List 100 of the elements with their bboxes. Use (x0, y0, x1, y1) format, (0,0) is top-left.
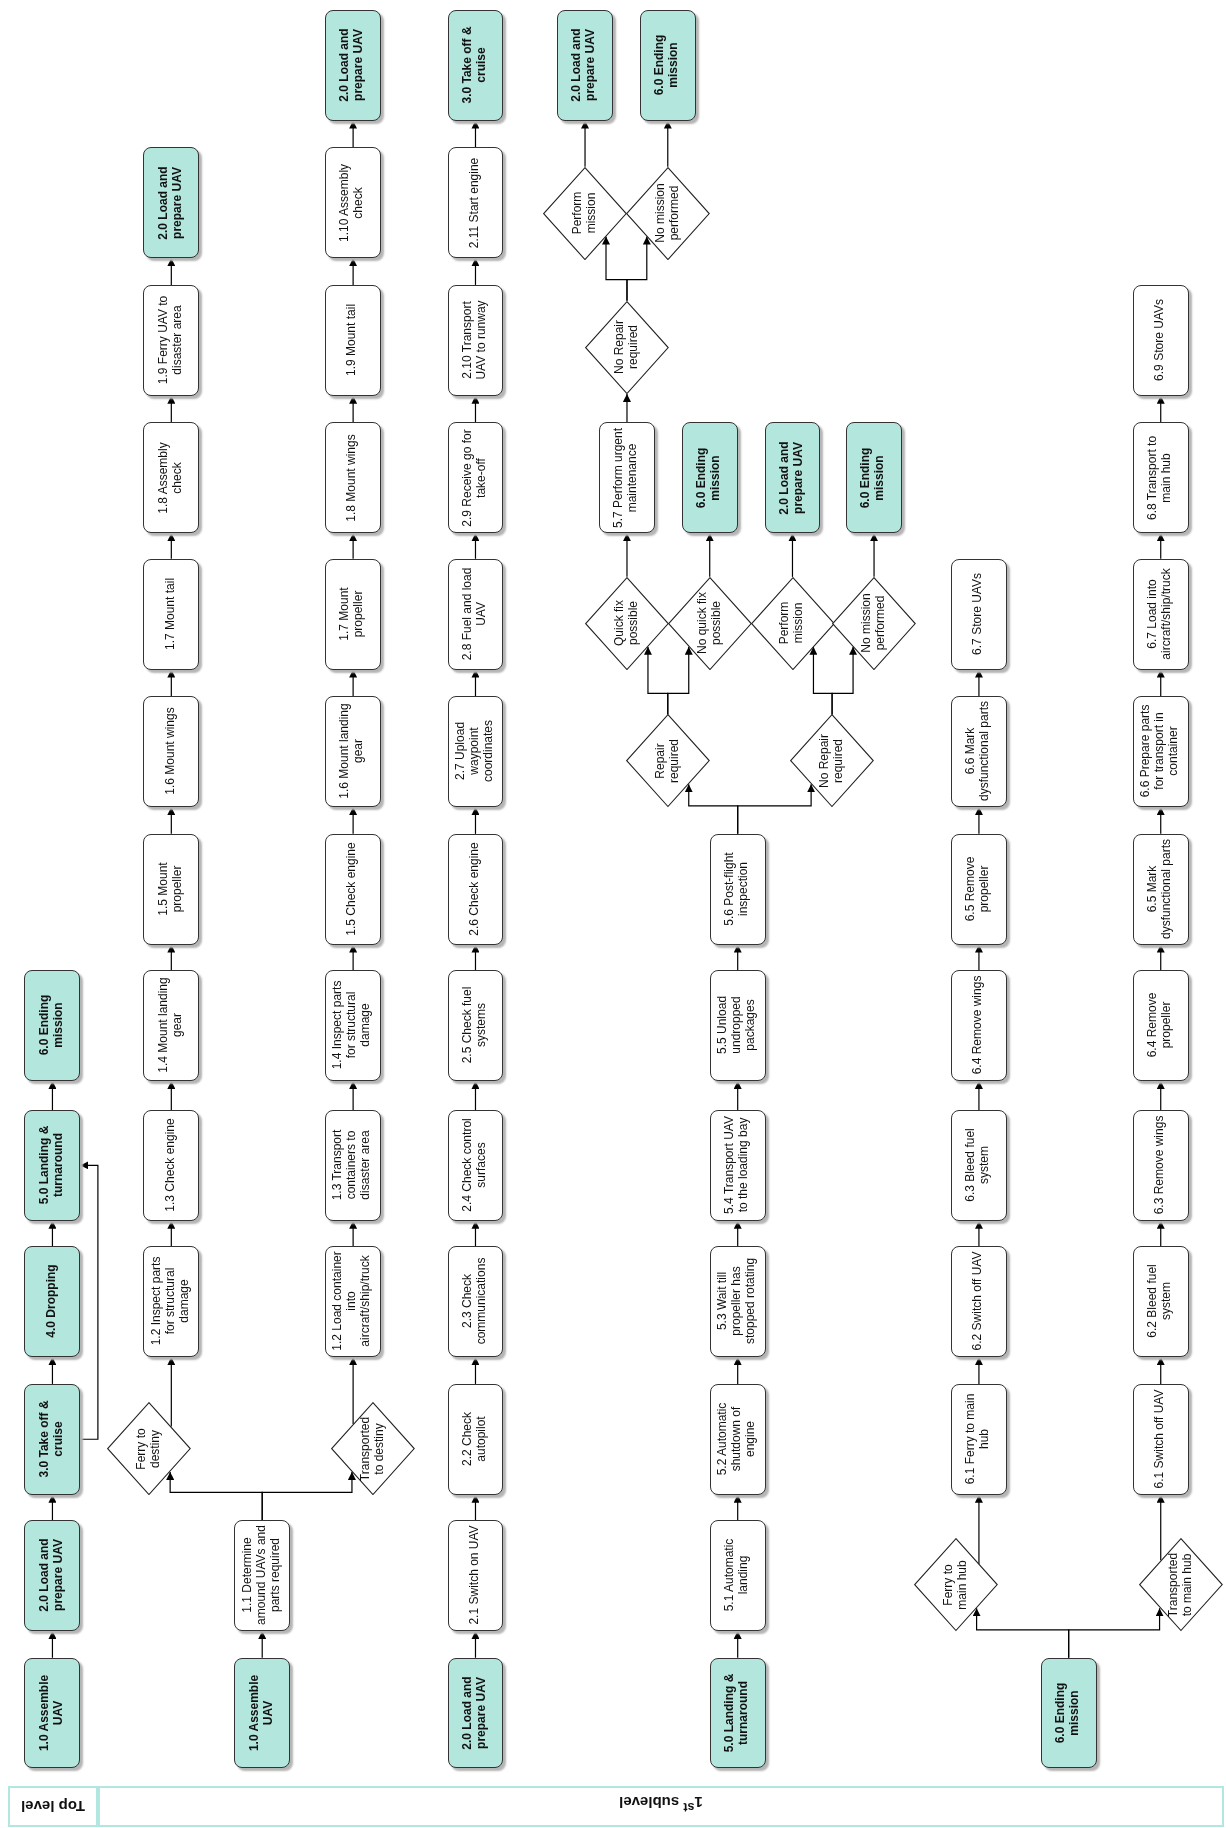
step-label: 1.8 Assembly check (157, 440, 185, 516)
step-label: 5.3 Wait till propeller has stopped rotating (716, 1257, 759, 1347)
process-box (143, 833, 200, 945)
step-label: 6.2 Switch off UAV (971, 1252, 986, 1351)
reference-box (639, 9, 696, 121)
step-label: 6.0 Ending mission (859, 446, 888, 510)
arrow (471, 257, 480, 286)
decision-diamond (1138, 1538, 1223, 1632)
arrow (349, 257, 358, 286)
arrow (349, 120, 358, 148)
arrow (471, 1494, 480, 1521)
step-label: 6.3 Bleed fuel system (964, 1127, 993, 1204)
arrow (974, 668, 983, 697)
step-label: 2.1 Switch on UAV (468, 1525, 483, 1625)
reference-box (24, 1110, 81, 1221)
arrow (167, 668, 176, 697)
arrow (261, 1471, 356, 1521)
step-label: 1.9 Mount tail (345, 303, 360, 376)
step-label: 5.0 Landing & turnaround (38, 1124, 66, 1207)
step-label: 2.2 Check autopilot (461, 1410, 489, 1468)
decision-diamond (107, 1401, 192, 1496)
arrow (788, 532, 797, 578)
decision-diamond (913, 1538, 998, 1632)
arrow (1156, 395, 1165, 424)
decision-diamond (625, 166, 710, 260)
process-box (143, 558, 200, 670)
process-box (950, 696, 1007, 807)
process-box (950, 970, 1007, 1081)
reference-box (325, 9, 382, 121)
reference-box (24, 1246, 81, 1358)
arrow (258, 1630, 267, 1659)
process-box (325, 284, 382, 396)
reference-box (143, 147, 200, 259)
step-label: 6.6 Mark dysfunctional parts (964, 700, 993, 803)
arrow (1156, 1080, 1165, 1111)
process-box (709, 1383, 766, 1495)
arrow (167, 806, 176, 835)
decision-label: No quick fix possible (695, 591, 724, 657)
step-label: 2.10 Transport UAV to runway (461, 299, 489, 382)
step-label: 1.2 Load container into aircraft/ship/truck (332, 1250, 374, 1353)
decision-diamond (625, 714, 710, 808)
process-box (1132, 422, 1189, 534)
decision-label: Repair required (653, 737, 682, 785)
step-label: 1.5 Check engine (345, 842, 360, 936)
step-label: 1.5 Mount propeller (157, 861, 185, 918)
process-box (325, 147, 382, 259)
decision-diamond (330, 1401, 415, 1496)
step-label: 2.0 Load and prepare UAV (778, 439, 806, 517)
step-label: 2.4 Check control surfaces (461, 1117, 489, 1214)
decision-label: Perform mission (571, 190, 599, 237)
step-label: 1.7 Mount propeller (339, 586, 367, 643)
process-box (325, 1110, 382, 1221)
process-box (325, 1246, 382, 1358)
process-box (143, 422, 200, 534)
step-label: 5.6 Post-flight inspection (723, 851, 752, 928)
process-box (143, 970, 200, 1081)
arrow (667, 646, 693, 715)
process-box (950, 1246, 1007, 1358)
reference-box (447, 9, 504, 121)
arrow (733, 943, 742, 971)
arrow (471, 668, 480, 697)
step-label: 6.8 Transport to main hub (1146, 434, 1175, 522)
arrow (349, 1080, 358, 1111)
step-label: 2.0 Load and prepare UAV (339, 27, 367, 104)
process-box (447, 558, 504, 670)
decision-label: No Repair required (613, 319, 641, 377)
arrow (733, 1494, 742, 1521)
arrow (733, 1630, 742, 1659)
process-box (447, 147, 504, 259)
decision-label: Ferry to main hub (941, 1559, 970, 1612)
arrow (1068, 1607, 1164, 1659)
arrow (974, 1494, 983, 1565)
process-box (143, 1110, 200, 1221)
arrow (733, 1080, 742, 1111)
step-label: 6.1 Switch off UAV (1153, 1389, 1168, 1489)
arrow (167, 1080, 176, 1111)
arrow (1156, 668, 1165, 697)
step-label: 1.6 Mount landing gear (339, 702, 367, 802)
arrow (1156, 806, 1165, 835)
step-label: 6.0 Ending mission (1054, 1681, 1083, 1746)
step-label: 6.7 Load into aircraft/ship/truck (1146, 567, 1175, 662)
process-box (1132, 833, 1189, 945)
step-label: 2.9 Receive go for take-off (461, 427, 489, 529)
decision-diamond (750, 576, 835, 671)
arrow (471, 1630, 480, 1659)
process-box (325, 422, 382, 534)
arrow (471, 395, 480, 424)
reference-box (24, 1657, 81, 1769)
step-label: 6.1 Ferry to main hub (964, 1392, 993, 1487)
step-label: 1.8 Mount wings (345, 433, 360, 522)
step-label: 2.5 Check fuel systems (461, 985, 489, 1066)
reference-box (764, 422, 821, 534)
decision-diamond (667, 576, 752, 671)
decision-label: Quick fix possible (613, 599, 641, 649)
arrow (581, 120, 590, 168)
arrow (48, 1080, 57, 1111)
decision-diamond (832, 576, 916, 671)
arrow (167, 395, 176, 424)
step-label: 6.4 Remove propeller (1146, 991, 1175, 1060)
step-label: 1.0 Assemble UAV (248, 1673, 276, 1753)
